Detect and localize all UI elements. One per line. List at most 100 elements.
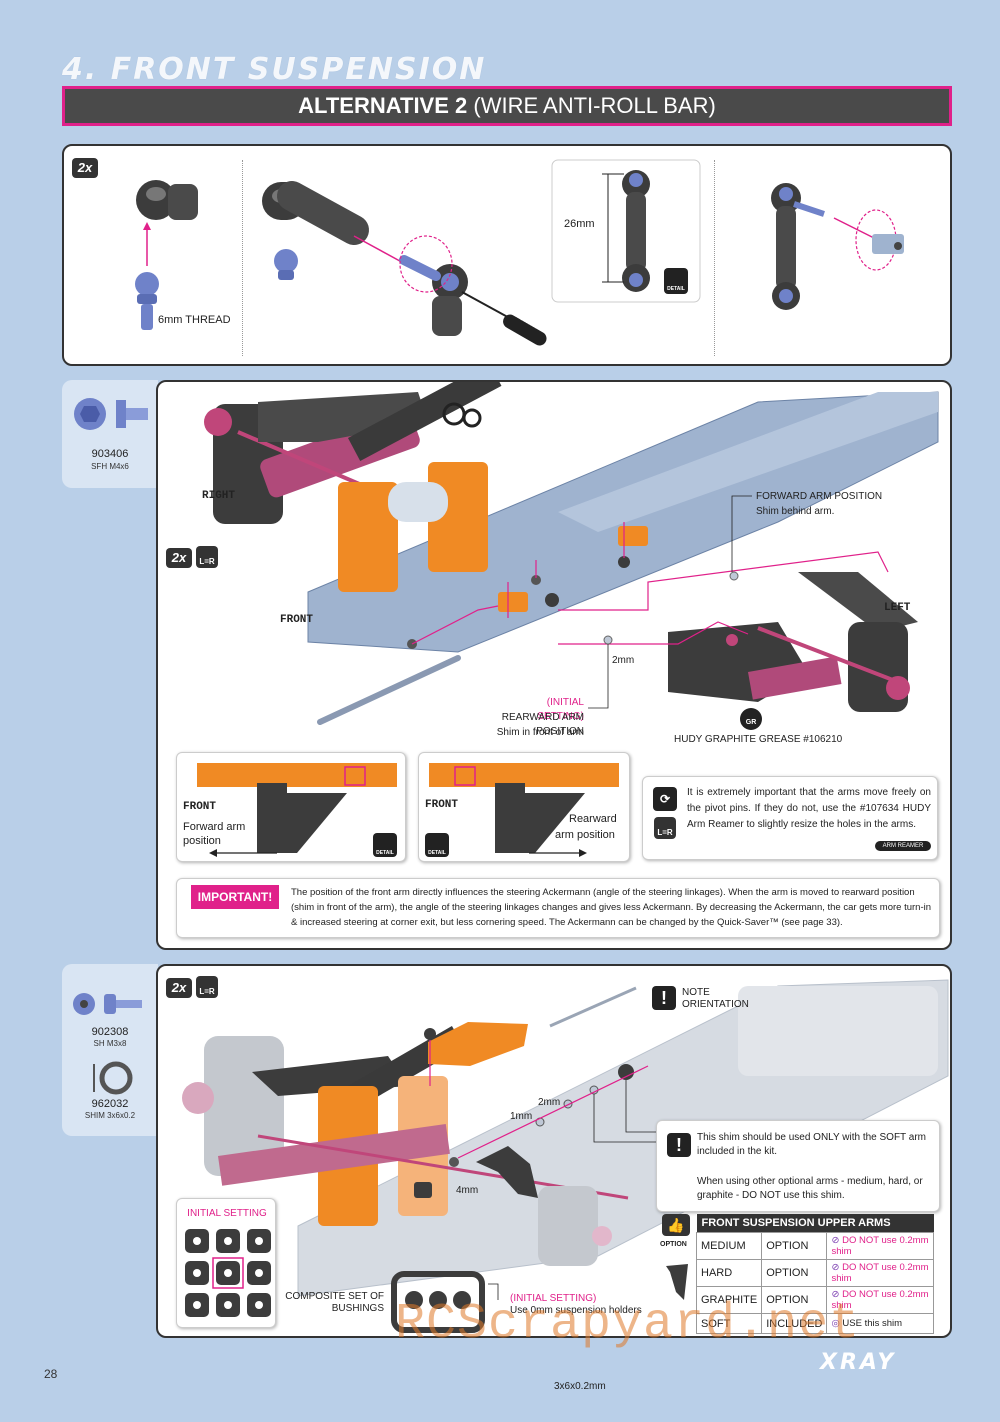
side-label-front: FRONT [280,614,314,626]
bushing-grid [185,1229,271,1317]
holders-label: Use 0mm suspension holders [510,1305,642,1316]
ball-stud-icon [135,272,159,330]
warning-icon: ! [652,986,676,1010]
detail-icon: DETAIL [425,833,449,857]
ball-end-long-icon [622,170,650,292]
shim-note-panel: ! This shim should be used ONLY with the… [656,1120,940,1212]
dim-4mm: 4mm [456,1185,479,1196]
forward-position-sub: Shim behind arm. [756,506,835,517]
arm-reamer-icon: ARM REAMER [875,841,931,851]
left-right-icon: L=R [196,976,218,998]
socket-screw-icon [73,993,142,1015]
ball-cup-icon [262,181,369,245]
shim-icon [93,1061,133,1095]
flat-head-screw-icon [74,398,148,430]
initial-setting-panel: INITIAL SETTING [176,1198,276,1328]
section-title: 4. FRONT SUSPENSION [62,52,487,87]
no-shim-icon: ⊘ [831,1262,843,1273]
detail-front-label: FRONT [425,799,459,811]
upper-arm-assembly-diagram [182,979,949,1333]
forward-arm-detail: FRONT Forward arm position DETAIL [176,752,406,862]
quantity-badge: 2x [72,158,98,178]
important-label: IMPORTANT! [191,885,279,909]
side-label-right: RIGHT [202,490,236,502]
detail-icon: DETAIL [373,833,397,857]
table-cell: SOFT [695,1313,763,1334]
shim-note-text-1: This shim should be used ONLY with the S… [697,1132,926,1157]
table-title: FRONT SUSPENSION UPPER ARMS [696,1214,934,1233]
table-cell: ⊘ DO NOT use 0.2mm shim [826,1286,934,1314]
part-description: SH M3x8 [93,1039,127,1048]
part-number: 903406 [91,448,129,460]
table-row: HARD OPTION ⊘ DO NOT use 0.2mm shim [695,1259,934,1287]
ball-end-assembly-icon [399,255,468,336]
banner-rest: (WIRE ANTI-ROLL BAR) [467,93,716,118]
watermark: RCScrapyard.net [395,1296,861,1353]
part-number: 962032 [91,1098,129,1110]
detail-icon: DETAIL [664,268,688,294]
table-cell: INCLUDED [761,1313,828,1334]
detail-text-2: arm position [555,829,615,841]
table-cell: OPTION [761,1259,828,1287]
detail-text-1: Rearward [569,813,617,825]
dimension-label: 26mm [564,218,595,230]
front-arm-assembly-diagram [204,382,939,725]
table-cell: ⊘ DO NOT use 0.2mm shim [826,1259,934,1287]
forward-arm-image [197,763,397,857]
step3-panel: 2x L=R ! NOTE ORIENTATION 3x6x0.2mm 2mm … [156,964,952,1392]
pivot-block-icon [872,234,904,254]
table-cell: OPTION [761,1232,828,1260]
important-panel: IMPORTANT! The position of the front arm… [176,878,940,938]
no-shim-icon: ⊘ [831,1289,843,1300]
shim-note-text-2: When using other optional arms - medium,… [697,1176,923,1201]
bushings-label-1: COMPOSITE SET OF [285,1291,384,1302]
part-description: SFH M4x6 [91,462,129,471]
divider [714,160,715,356]
ball-end-long-icon [771,183,825,310]
brand-logo: XRAY [820,1350,897,1375]
parts-tab: 903406 SFH M4x6 [62,380,158,488]
grease-label: HUDY GRAPHITE GREASE #106210 [674,734,843,745]
arm-note-panel: ⟳ L=R It is extremely important that the… [642,776,938,860]
table-cell: ◎ USE this shim [826,1313,934,1334]
no-shim-icon: ⊘ [831,1235,843,1246]
forward-position-title: FORWARD ARM POSITION [756,491,883,502]
table-cell: GRAPHITE [695,1286,763,1314]
upper-arm-icon [666,1264,688,1300]
grease-icon-label: GR [745,719,757,726]
shim-note: DO NOT use 0.2mm shim [831,1289,929,1311]
left-right-icon: L=R [196,546,218,568]
grease-icon: GR [740,708,762,730]
note-orientation-1: NOTE [682,987,710,998]
table-cell: MEDIUM [695,1232,763,1260]
ball-cup-icon [136,180,198,220]
quantity-badge: 2x [166,978,192,998]
holders-initial-label: (INITIAL SETTING) [510,1293,597,1304]
parts-tab: 902308 SH M3x8 962032 SHIM 3x6x0.2 [62,964,158,1136]
table-cell: ⊘ DO NOT use 0.2mm shim [826,1232,934,1260]
part-description: SHIM 3x6x0.2 [84,1111,136,1120]
page-banner: ALTERNATIVE 2 (WIRE ANTI-ROLL BAR) [62,86,952,126]
dim-1mm: 1mm [510,1111,533,1122]
initial-setting-label: (INITIAL SETTING) [537,697,584,722]
table-row: MEDIUM OPTION ⊘ DO NOT use 0.2mm shim [695,1232,934,1260]
table-row: GRAPHITE OPTION ⊘ DO NOT use 0.2mm shim [695,1286,934,1314]
free-movement-icon: ⟳ [653,787,677,811]
table-cell: OPTION [761,1286,828,1314]
quantity-badge: 2x [166,548,192,568]
detail-text-2: position [183,835,221,847]
step2-panel: 2x L=R RIGHT FRONT LEFT FORWARD ARM POSI… [156,380,952,950]
arm-note-text: It is extremely important that the arms … [687,787,931,830]
important-text: The position of the front arm directly i… [291,887,931,928]
ball-icon [274,249,298,280]
reamer-label: ARM REAMER [882,843,924,849]
detail-label: DETAIL [428,850,446,856]
option-icon: 👍 [662,1214,690,1236]
part-number: 902308 [91,1026,129,1038]
thread-label: 6mm THREAD [158,314,231,326]
detail-label: DETAIL [376,850,394,856]
detail-text-1: Forward arm [183,821,246,833]
ball-end-diagram [135,159,904,346]
rearward-position-sub: Shim in front of arm [496,727,584,738]
divider [242,160,243,356]
